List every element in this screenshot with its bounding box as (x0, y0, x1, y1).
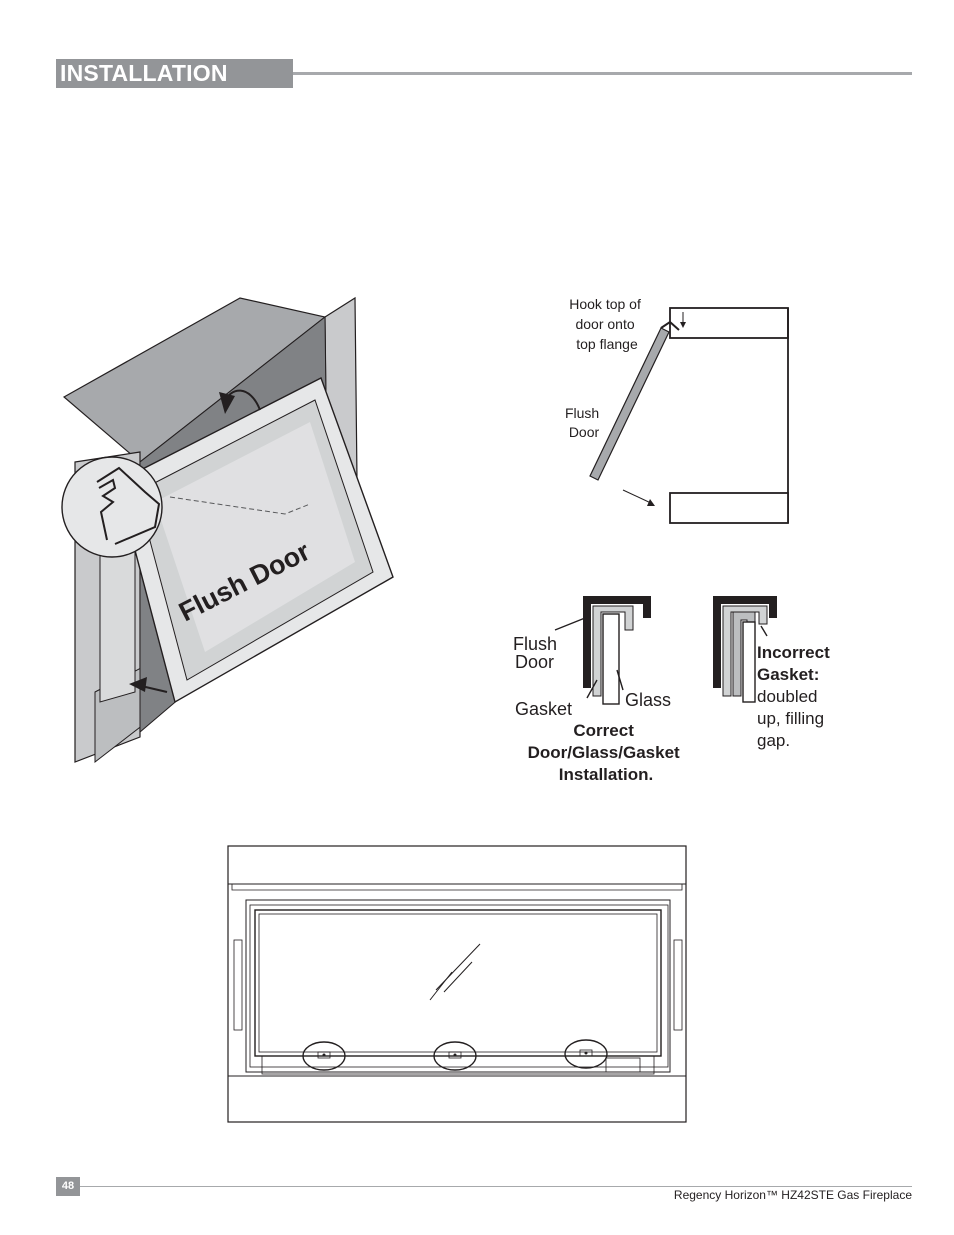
footer-document-title: Regency Horizon™ HZ42STE Gas Fireplace (673, 1188, 912, 1202)
glass-label: Glass (625, 690, 671, 710)
fireplace-front-view-figure (227, 845, 687, 1123)
page-number: 48 (61, 1180, 75, 1192)
correct-caption-line: Installation. (559, 765, 653, 784)
svg-text:Hook top of door onto: Hook top of door onto top flange (569, 296, 645, 352)
correct-caption-line: Correct (573, 721, 634, 740)
header-rule (293, 72, 912, 75)
hook-callout-line: top flange (576, 336, 638, 352)
flush-door-label: Flush (513, 634, 557, 654)
incorrect-title-line: Gasket: (757, 665, 819, 684)
incorrect-text-line: doubled (757, 687, 818, 706)
correct-caption-line: Door/Glass/Gasket (528, 743, 680, 762)
svg-text:Incorrect Gasket:: Incorrect Gasket: (757, 643, 834, 684)
svg-text:Flush Door: Flush Door (565, 405, 603, 440)
section-header-bar (56, 59, 293, 88)
incorrect-title-line: Incorrect (757, 643, 830, 662)
svg-text:Correct Door/Glass/Gasket: Correct Door/Glass/Gasket Installation. (528, 721, 685, 784)
hook-door-diagram: Hook top of door onto top flange Flush D… (565, 296, 789, 524)
footer-rule (80, 1186, 912, 1187)
incorrect-text-line: gap. (757, 731, 790, 750)
door-callout-line: Door (569, 424, 600, 440)
page-number-box (56, 1177, 80, 1196)
incorrect-text-line: up, filling (757, 709, 824, 728)
svg-text:doubled up, filling ga: doubled up, filling gap. (757, 687, 829, 750)
door-callout-line: Flush (565, 405, 599, 421)
flush-door-label: Door (515, 652, 554, 672)
svg-text:Flush Door: Flush Door (513, 634, 562, 672)
hook-callout-line: door onto (575, 316, 634, 332)
hook-callout-line: Hook top of (569, 296, 641, 312)
section-title: INSTALLATION (60, 60, 228, 86)
gasket-label: Gasket (515, 699, 572, 719)
gasket-detail-figure: Flush Door Gasket Glass Correct Door/Gla… (513, 596, 834, 784)
flush-door-perspective-figure: Flush Door (61, 296, 394, 764)
